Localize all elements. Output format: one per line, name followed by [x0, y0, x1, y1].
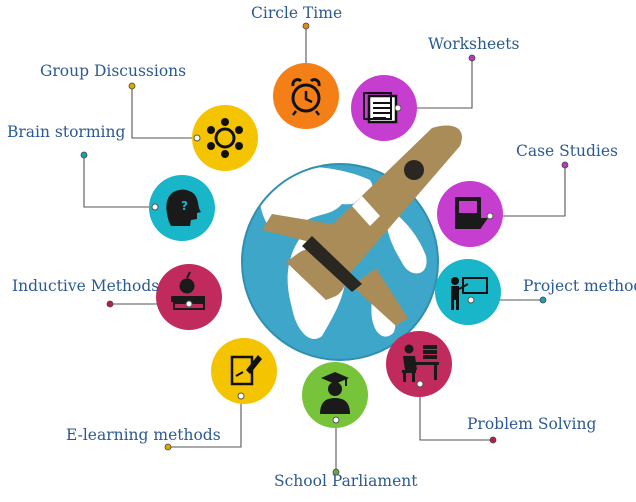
label-worksheets: Worksheets: [428, 35, 520, 53]
connector-problem-solving: [419, 384, 493, 441]
teacher-board-icon: [451, 277, 488, 310]
label-group-discussions: Group Discussions: [40, 62, 187, 80]
project-method-node: [435, 259, 501, 325]
head-question-icon: ?: [166, 189, 201, 226]
group-circle-icon: [207, 118, 243, 158]
worksheets-node: [351, 75, 417, 141]
connector-brain-storming: [83, 155, 155, 208]
alarm-clock-icon: [291, 78, 321, 116]
connector-lines: [83, 26, 566, 472]
connector-worksheets: [398, 58, 473, 109]
rocket-icon: [262, 125, 462, 326]
label-dots: [80, 22, 569, 476]
pencil-paper-icon: [230, 355, 262, 386]
student-desk-icon: [402, 344, 439, 382]
e-learning-node: [211, 338, 277, 404]
dot-inductive: [106, 300, 114, 308]
label-e-learning-methods: E-learning methods: [66, 426, 221, 444]
connector-e-learning: [168, 396, 242, 448]
dot-project-method: [539, 296, 547, 304]
label-circle-time: Circle Time: [251, 4, 343, 22]
dot-school-parliament: [332, 468, 340, 476]
case-studies-node: [437, 181, 503, 247]
group-discussions-node: [192, 105, 258, 171]
connector-group-discussions: [131, 86, 197, 139]
svg-text:?: ?: [181, 199, 188, 213]
label-school-parliament: School Parliament: [274, 472, 418, 490]
circle-time-node: [273, 63, 339, 129]
label-brain-storming: Brain storming: [7, 123, 126, 141]
graduate-icon: [320, 372, 350, 414]
dot-circle-time: [302, 22, 310, 30]
dot-brain-storming: [80, 151, 88, 159]
label-case-studies: Case Studies: [516, 142, 618, 160]
case-file-icon: [455, 197, 488, 229]
label-problem-solving: Problem Solving: [467, 415, 597, 433]
label-project-method: Project method: [523, 277, 636, 295]
dot-case-studies: [561, 161, 569, 169]
dot-worksheets: [468, 54, 476, 62]
inductive-methods-node: [156, 264, 222, 330]
dot-problem-solving: [489, 436, 497, 444]
dot-group-discussions: [128, 82, 136, 90]
brain-storming-node: ?: [149, 175, 215, 241]
school-parliament-node: [302, 362, 368, 428]
label-inductive-methods: Inductive Methods: [12, 277, 160, 295]
connector-case-studies: [490, 165, 566, 217]
problem-solving-node: [386, 331, 452, 397]
worksheet-icon: [363, 92, 398, 124]
dot-e-learning: [164, 443, 172, 451]
